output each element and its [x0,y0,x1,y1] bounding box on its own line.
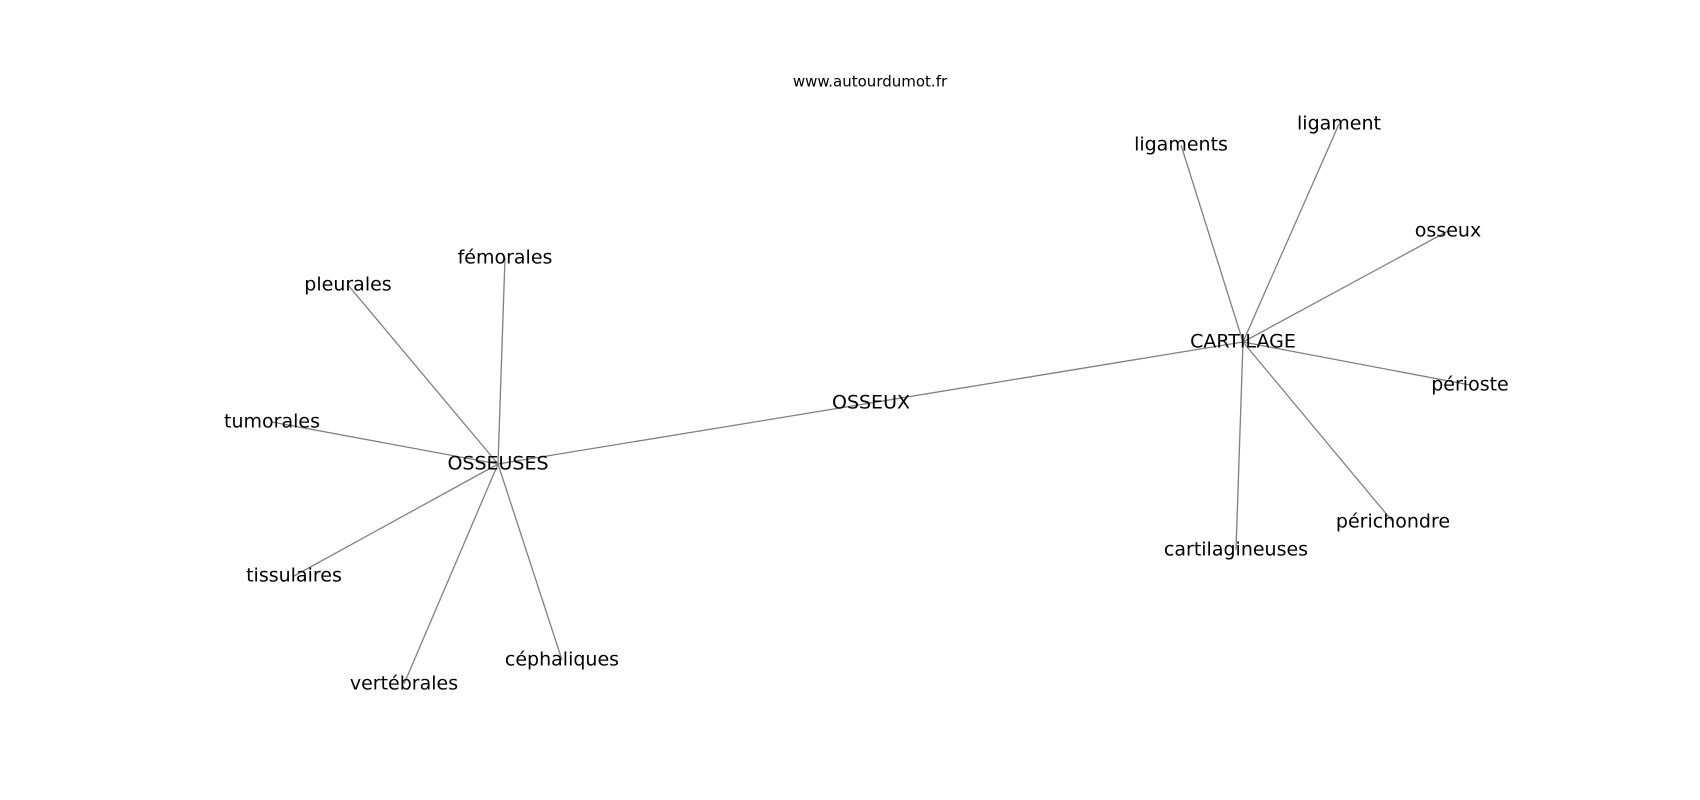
node-label-perichondre: périchondre [1336,511,1450,533]
node-label-pleurales: pleurales [304,274,391,296]
edge-cartilage-perioste [1242,341,1471,386]
node-label-osseux-leaf: osseux [1415,220,1481,242]
node-label-ligament: ligament [1297,113,1381,135]
edge-osseuses-pleurales [347,284,499,465]
node-label-ligaments: ligaments [1134,134,1228,156]
node-label-tumorales: tumorales [224,411,320,433]
edge-cartilage-ligament [1242,123,1340,343]
node-label-cartilage: CARTILAGE [1190,331,1296,353]
edge-osseuses-tumorales [271,421,499,465]
node-label-perioste: périoste [1431,374,1509,396]
graph-nodes: OSSEUX OSSEUSES CARTILAGE fémorales pleurale… [224,113,1509,695]
edge-cartilage-osseux_leaf [1242,230,1449,343]
node-label-tissulaires: tissulaires [246,565,342,587]
edge-cartilage-perichondre [1242,341,1394,523]
edge-osseuses-tissulaires [293,463,499,577]
edge-cartilage-cartilagineuses [1235,341,1244,551]
site-watermark: www.autourdumot.fr [793,73,948,91]
edge-osseuses-vertebrales [403,463,499,685]
edge-osseuses-femorales [497,257,506,465]
edge-osseuses-cephaliques [497,463,563,661]
node-label-cephaliques: céphaliques [505,649,619,671]
edge-cartilage-ligaments [1180,144,1244,343]
node-label-vertebrales: vertébrales [350,673,458,695]
node-label-osseux-center: OSSEUX [832,392,910,414]
edge-osseuses-cartilage [497,341,1244,465]
node-label-cartilagineuses: cartilagineuses [1164,539,1308,561]
graph-edges [271,123,1471,685]
node-label-osseuses: OSSEUSES [447,453,548,475]
node-label-femorales: fémorales [458,247,553,269]
